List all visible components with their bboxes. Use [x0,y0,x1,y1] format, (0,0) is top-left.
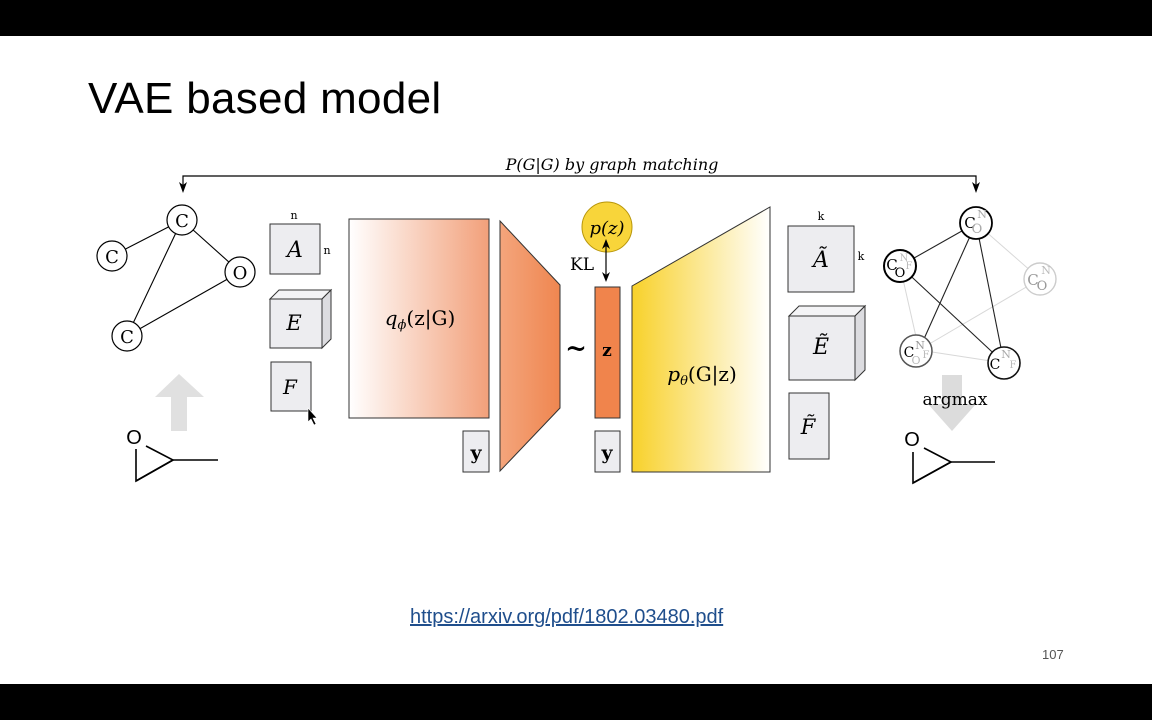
svg-text:C: C [904,345,915,361]
dim-k-top: k [818,210,825,223]
encoder-block: qϕ(z|G) [348,218,490,419]
encoder-y-box: y [462,430,490,473]
argmax-arrow-icon [928,375,976,431]
svg-text:C: C [175,211,189,232]
tensor-E-tilde: Ẽ [787,304,867,382]
dim-n-top: n [290,209,297,222]
svg-text:N: N [915,339,925,352]
latent-z: z [594,286,621,419]
svg-text:N: N [900,253,909,264]
encoder-funnel [499,219,561,473]
mouse-cursor-icon [307,407,318,426]
output-graph-node: C O N F [883,249,917,283]
graph-matching-label: P(G|G) by graph matching [505,155,719,174]
input-graph-node: C [96,240,128,272]
svg-text:O: O [904,429,920,451]
output-graph-node: C N O F [899,334,933,368]
encode-arrow-icon [155,374,204,431]
argmax-label: argmax [923,390,988,410]
output-graph-node: C N F [987,346,1021,380]
reference-link[interactable]: https://arxiv.org/pdf/1802.03480.pdf [410,606,724,628]
input-molecule: O [126,427,218,483]
svg-text:C: C [120,327,134,348]
svg-text:O: O [895,266,906,281]
svg-text:N: N [977,208,987,221]
svg-text:O: O [911,354,920,367]
svg-text:O: O [1037,279,1048,294]
matrix-A-tilde: Ã [787,225,855,293]
decoder-block: pθ(G|z) [631,206,771,473]
svg-text:Ẽ: Ẽ [812,332,829,360]
svg-text:F: F [1010,360,1017,371]
kl-arrow-icon [602,239,610,282]
matrix-F: F [270,361,312,412]
svg-text:C: C [886,256,897,274]
svg-text:O: O [126,427,142,449]
dim-k-side: k [858,250,865,263]
matrix-F-tilde: F̃ [788,392,830,460]
svg-text:F: F [923,350,930,361]
slide-title: VAE based model [88,74,442,123]
svg-text:y: y [469,442,482,464]
svg-text:pθ(G|z): pθ(G|z) [667,362,737,389]
svg-text:qϕ(z|G): qϕ(z|G) [385,306,456,333]
svg-text:Ã: Ã [811,245,829,273]
output-graph-node: C N O [1023,262,1057,296]
svg-text:N: N [1001,348,1011,361]
svg-text:p(z): p(z) [589,218,624,239]
svg-text:C: C [105,247,119,268]
svg-text:C: C [990,357,1001,373]
slide: VAE based model P(G|G) by [0,36,1152,684]
svg-text:z: z [602,341,612,361]
svg-text:E: E [285,311,301,335]
input-graph-node: C [111,320,143,352]
svg-text:A: A [285,238,303,263]
svg-text:y: y [600,442,613,464]
vae-diagram: P(G|G) by graph matching C C O C O [96,155,1057,485]
matrix-A: A [269,223,321,275]
input-graph [111,219,241,337]
prior-pz: p(z) [581,201,633,253]
svg-text:O: O [972,222,983,237]
page-number: 107 [1042,647,1064,662]
svg-text:C: C [1027,271,1038,289]
output-molecule: O [904,429,995,485]
dim-n-side: n [323,244,330,257]
kl-label: KL [570,255,594,275]
graph-matching-arrow [179,175,980,193]
tensor-E: E [268,288,333,350]
svg-text:C: C [964,214,975,232]
svg-text:F: F [282,375,298,399]
input-graph-node: O [224,256,256,288]
sample-tilde: ~ [565,334,587,364]
output-graph-node: C N O [959,206,993,240]
svg-text:F: F [906,261,913,272]
svg-text:O: O [233,263,248,284]
svg-text:F̃: F̃ [800,415,817,439]
svg-text:N: N [1041,264,1051,277]
input-graph-node: C [166,204,198,236]
latent-y-box: y [594,430,621,473]
